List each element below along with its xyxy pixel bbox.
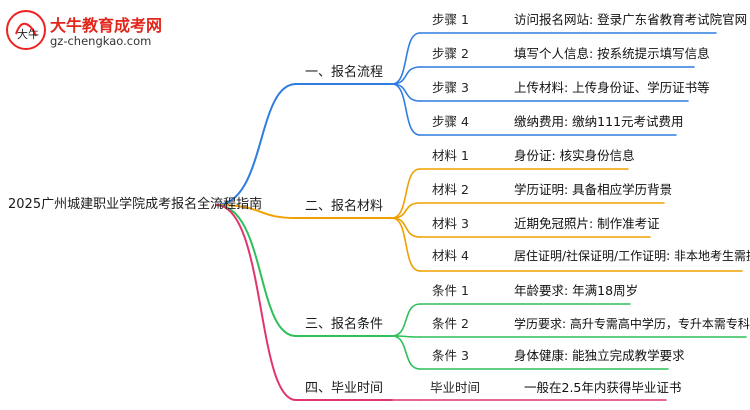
logo-site-url: gz-chengkao.com: [50, 34, 152, 48]
condition-1-key: 条件 1: [432, 283, 469, 298]
step-4-text: 缴纳费用: 缴纳111元考试费用: [514, 114, 684, 129]
connector-branch-leaf-2-1: [391, 168, 421, 219]
graduation-key: 毕业时间: [430, 380, 481, 395]
connector-branch-leaf-1-1: [391, 32, 421, 85]
step-4-key: 步骤 4: [432, 114, 469, 129]
connector-branch-leaf-3-1: [391, 303, 421, 337]
logo-site-name: 大牛教育成考网: [50, 16, 163, 35]
root-title: 2025广州城建职业学院成考报名全流程指南: [8, 197, 263, 212]
connector-root-branch-1: [215, 83, 297, 206]
condition-3-key: 条件 3: [432, 348, 469, 363]
logo-mark-text: 大牛: [17, 27, 39, 41]
material-2-text: 学历证明: 具备相应学历背景: [514, 182, 673, 197]
condition-1-text: 年龄要求: 年满18周岁: [514, 283, 639, 298]
connector-branch-leaf-1-2: [391, 66, 421, 85]
step-3-text: 上传材料: 上传身份证、学历证书等: [514, 80, 710, 95]
branch-label-process: 一、报名流程: [305, 65, 384, 80]
connector-root-branch-4: [215, 204, 297, 401]
step-1-key: 步骤 1: [432, 12, 469, 27]
branch-label-graduation: 四、毕业时间: [305, 381, 384, 396]
material-4-key: 材料 4: [432, 248, 469, 263]
material-1-key: 材料 1: [432, 148, 469, 163]
material-2-key: 材料 2: [432, 182, 469, 197]
graduation-text: 一般在2.5年内获得毕业证书: [524, 380, 682, 395]
step-2-text: 填写个人信息: 按系统提示填写信息: [514, 46, 710, 61]
branch-label-conditions: 三、报名条件: [305, 317, 384, 332]
connector-branch-leaf-2-3: [391, 217, 421, 238]
connector-root-branch-2: [215, 204, 297, 219]
logo-mark-icon: 大牛: [6, 10, 46, 50]
connector-branch-leaf-1-4: [391, 83, 421, 136]
condition-3-text: 身体健康: 能独立完成教学要求: [514, 348, 685, 363]
connector-branch-leaf-3-3: [391, 335, 421, 370]
condition-2-key: 条件 2: [432, 316, 469, 331]
connector-branch-leaf-2-2: [391, 202, 421, 219]
material-4-text: 居住证明/社保证明/工作证明: 非本地考生需提供: [514, 249, 750, 263]
connector-branch-leaf-2-4: [391, 217, 421, 272]
site-logo: 大牛 大牛教育成考网 gz-chengkao.com: [4, 8, 204, 52]
material-1-text: 身份证: 核实身份信息: [514, 148, 635, 163]
connector-root-branch-3: [215, 204, 297, 337]
connector-branch-leaf-1-3: [391, 83, 421, 102]
condition-2-text: 学历要求: 高升专需高中学历，专升本需专科证: [514, 317, 750, 331]
material-3-key: 材料 3: [432, 216, 469, 231]
step-2-key: 步骤 2: [432, 46, 469, 61]
step-1-text: 访问报名网站: 登录广东省教育考试院官网: [514, 12, 748, 27]
branch-label-materials: 二、报名材料: [305, 199, 384, 214]
step-3-key: 步骤 3: [432, 80, 469, 95]
material-3-text: 近期免冠照片: 制作准考证: [514, 216, 660, 231]
